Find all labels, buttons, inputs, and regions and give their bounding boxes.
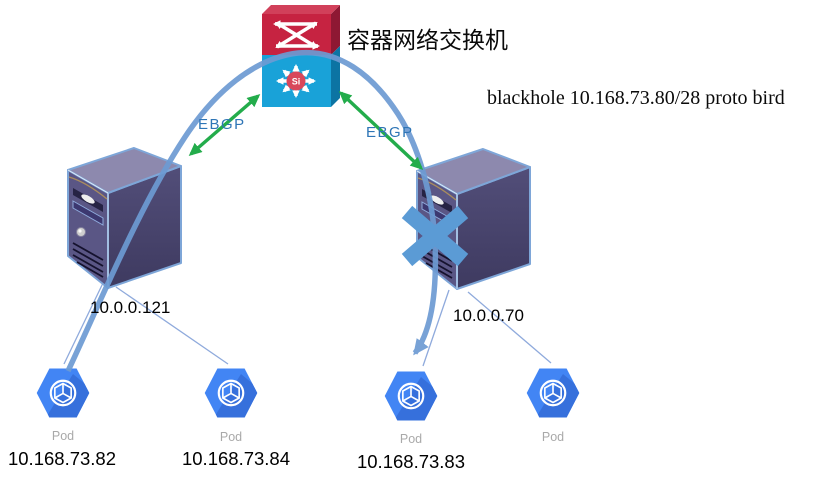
si-badge xyxy=(286,71,306,91)
ebgp-arrow-right xyxy=(338,90,424,171)
pod-label-3: Pod xyxy=(399,432,423,446)
switch-icon: Si xyxy=(262,5,340,107)
pod-label-4: Pod xyxy=(541,430,565,444)
router-arrows xyxy=(273,20,320,50)
blackhole-annotation: blackhole 10.168.73.80/28 proto bird xyxy=(487,87,785,109)
server-ip-left: 10.0.0.121 xyxy=(90,298,171,317)
pod-ip-2: 10.168.73.84 xyxy=(181,448,291,469)
link-server1-pod2 xyxy=(115,286,229,365)
x-mark xyxy=(401,205,469,267)
pod-ip-1: 10.168.73.82 xyxy=(7,448,117,469)
ebgp-label-left: EBGP xyxy=(198,116,246,133)
si-label: Si xyxy=(292,77,301,87)
link-server2-pod4 xyxy=(467,291,552,364)
pod-label-1: Pod xyxy=(51,429,75,443)
ebgp-label-right: EBGP xyxy=(366,124,414,141)
pod-label-2: Pod xyxy=(219,430,243,444)
switch-title: 容器网络交换机 xyxy=(347,28,508,53)
pod-ip-3: 10.168.73.83 xyxy=(356,451,466,472)
server-ip-right: 10.0.0.70 xyxy=(453,306,524,325)
link-server1-pod1 xyxy=(63,282,104,365)
ebgp-arrow-left xyxy=(188,94,261,156)
